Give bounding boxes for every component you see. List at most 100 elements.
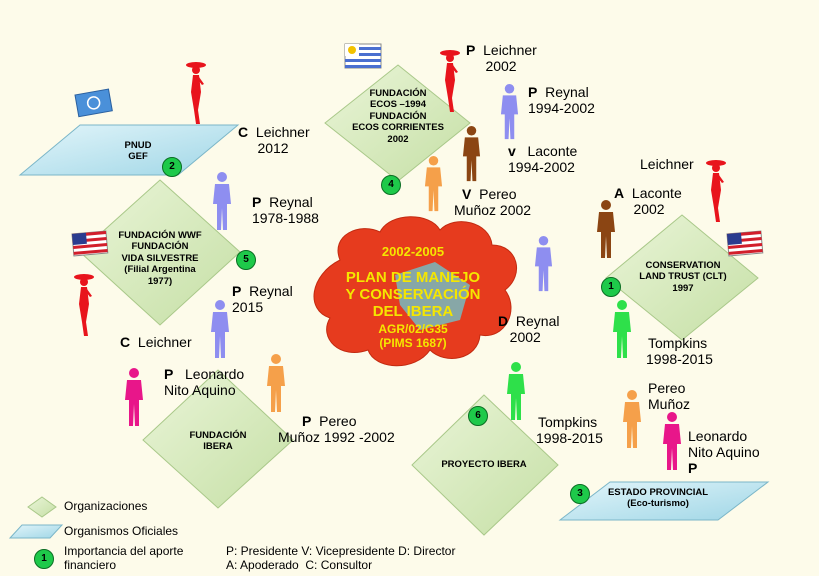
pnud-gef-parallelogram xyxy=(18,124,240,176)
man-figure-fib-pereo xyxy=(267,354,285,412)
line2: financiero xyxy=(64,557,117,572)
wwf-badge: 5 xyxy=(236,250,256,270)
role: P xyxy=(302,413,312,429)
years: 2002 xyxy=(633,201,665,218)
years: Muñoz xyxy=(648,396,691,413)
estado-line-2: (Eco-turismo) xyxy=(627,498,689,510)
man-figure-wwf-reynal-2 xyxy=(211,300,229,358)
proyecto-ibera-label: PROYECTO IBERA xyxy=(441,459,527,470)
clt-line-1: CONSERVATION xyxy=(645,260,721,271)
role: V xyxy=(462,186,472,202)
man-figure-ecos-laconte xyxy=(462,126,481,182)
fundacion-ibera-diamond xyxy=(142,369,294,509)
clt-top-label: Leichner xyxy=(640,156,694,172)
un-flag-icon xyxy=(74,88,113,118)
estado-provincial-parallelogram xyxy=(558,481,770,521)
years: Muñoz 1992 -2002 xyxy=(278,429,395,446)
role: C xyxy=(238,124,249,140)
name: Reynal xyxy=(249,283,293,299)
clt-a-label: A Laconte 2002 xyxy=(614,185,682,217)
wwf-line-5: 1977) xyxy=(147,275,173,287)
wwf-line-3: VIDA SILVESTRE xyxy=(121,252,199,264)
role: P xyxy=(232,283,242,299)
ecos-line-5: 2002 xyxy=(387,133,409,145)
ecos-p-label: P Leichner 2002 xyxy=(466,42,537,74)
woman-figure-clt xyxy=(706,160,726,222)
man-figure-wwf-reynal-1 xyxy=(213,172,231,230)
man-figure-fib-leonardo xyxy=(125,368,143,426)
legend-badge: 1 xyxy=(34,549,54,569)
center-text: 2002-2005 PLAN DE MANEJO Y CONSERVACIÓN … xyxy=(318,244,508,350)
clt-line-2: LAND TRUST (CLT) xyxy=(639,271,727,283)
role: D xyxy=(498,313,509,329)
line1: P: Presidente V: Vicepresidente D: Direc… xyxy=(226,544,456,558)
wwf-line-1: FUNDACIÓN WWF xyxy=(118,230,202,241)
man-figure-est-leonardo xyxy=(663,412,681,470)
years: 1998-2015 xyxy=(536,430,603,447)
man-figure-clt-laconte xyxy=(597,200,615,258)
wwf-line-2: FUNDACIÓN xyxy=(131,241,189,253)
man-figure-ecos-reynal xyxy=(500,84,519,140)
pnud-badge: 2 xyxy=(162,157,182,177)
name: Pereo xyxy=(479,186,517,202)
years: 1994-2002 xyxy=(528,100,595,117)
clt-diamond xyxy=(605,214,759,341)
name: Reynal xyxy=(545,84,589,100)
pnud-line-2: GEF xyxy=(128,151,148,163)
usa-flag-icon xyxy=(71,230,109,257)
proyecto-ibera-diamond xyxy=(411,394,559,536)
pnud-line-1: PNUD xyxy=(124,140,152,151)
role: v xyxy=(508,143,516,159)
estado-line-1: ESTADO PROVINCIAL xyxy=(607,487,709,498)
legend-diamond-icon xyxy=(27,496,57,518)
clt-badge: 1 xyxy=(601,277,621,297)
estado-label: ESTADO PROVINCIAL(Eco-turismo) xyxy=(588,487,728,510)
legend-oficiales-text: Organismos Oficiales xyxy=(64,524,179,538)
man-figure-clt-tompkins xyxy=(613,300,631,358)
role: P xyxy=(466,42,476,58)
man-figure-est-pereo xyxy=(623,390,641,448)
name: Leichner xyxy=(255,124,310,140)
man-figure-center-reynal xyxy=(534,236,553,292)
name: Laconte xyxy=(631,185,682,201)
wwf-line-4: (Filial Argentina xyxy=(124,264,196,276)
usa-flag-icon-right xyxy=(726,230,764,257)
years: 1994-2002 xyxy=(508,159,575,176)
center-d-label: D Reynal 2002 xyxy=(498,313,560,345)
years: 2012 xyxy=(257,140,289,157)
ecos-badge: 4 xyxy=(381,175,401,195)
fib-line-1: FUNDACIÓN xyxy=(189,430,247,441)
center-code: AGR/02/G35 xyxy=(378,322,448,336)
ecos-line-4: ECOS CORRIENTES xyxy=(352,122,444,134)
proyecto-badge: 6 xyxy=(468,406,488,426)
wwf-c-label: C Leichner xyxy=(120,334,192,350)
fib-line-2: IBERA xyxy=(203,441,233,453)
wwf-diamond xyxy=(79,179,241,326)
years: Nito Aquino xyxy=(164,382,236,399)
name: Leonardo xyxy=(185,366,245,382)
ecos-line-3: FUNDACIÓN xyxy=(369,110,427,122)
role: C xyxy=(120,334,131,350)
name: Pereo xyxy=(648,380,686,396)
name: Reynal xyxy=(515,313,560,329)
line1: Importancia del aporte xyxy=(64,544,184,558)
role: P xyxy=(688,460,698,477)
role: P xyxy=(164,366,174,382)
woman-figure-ecos xyxy=(440,50,460,112)
name: Reynal xyxy=(269,194,313,210)
